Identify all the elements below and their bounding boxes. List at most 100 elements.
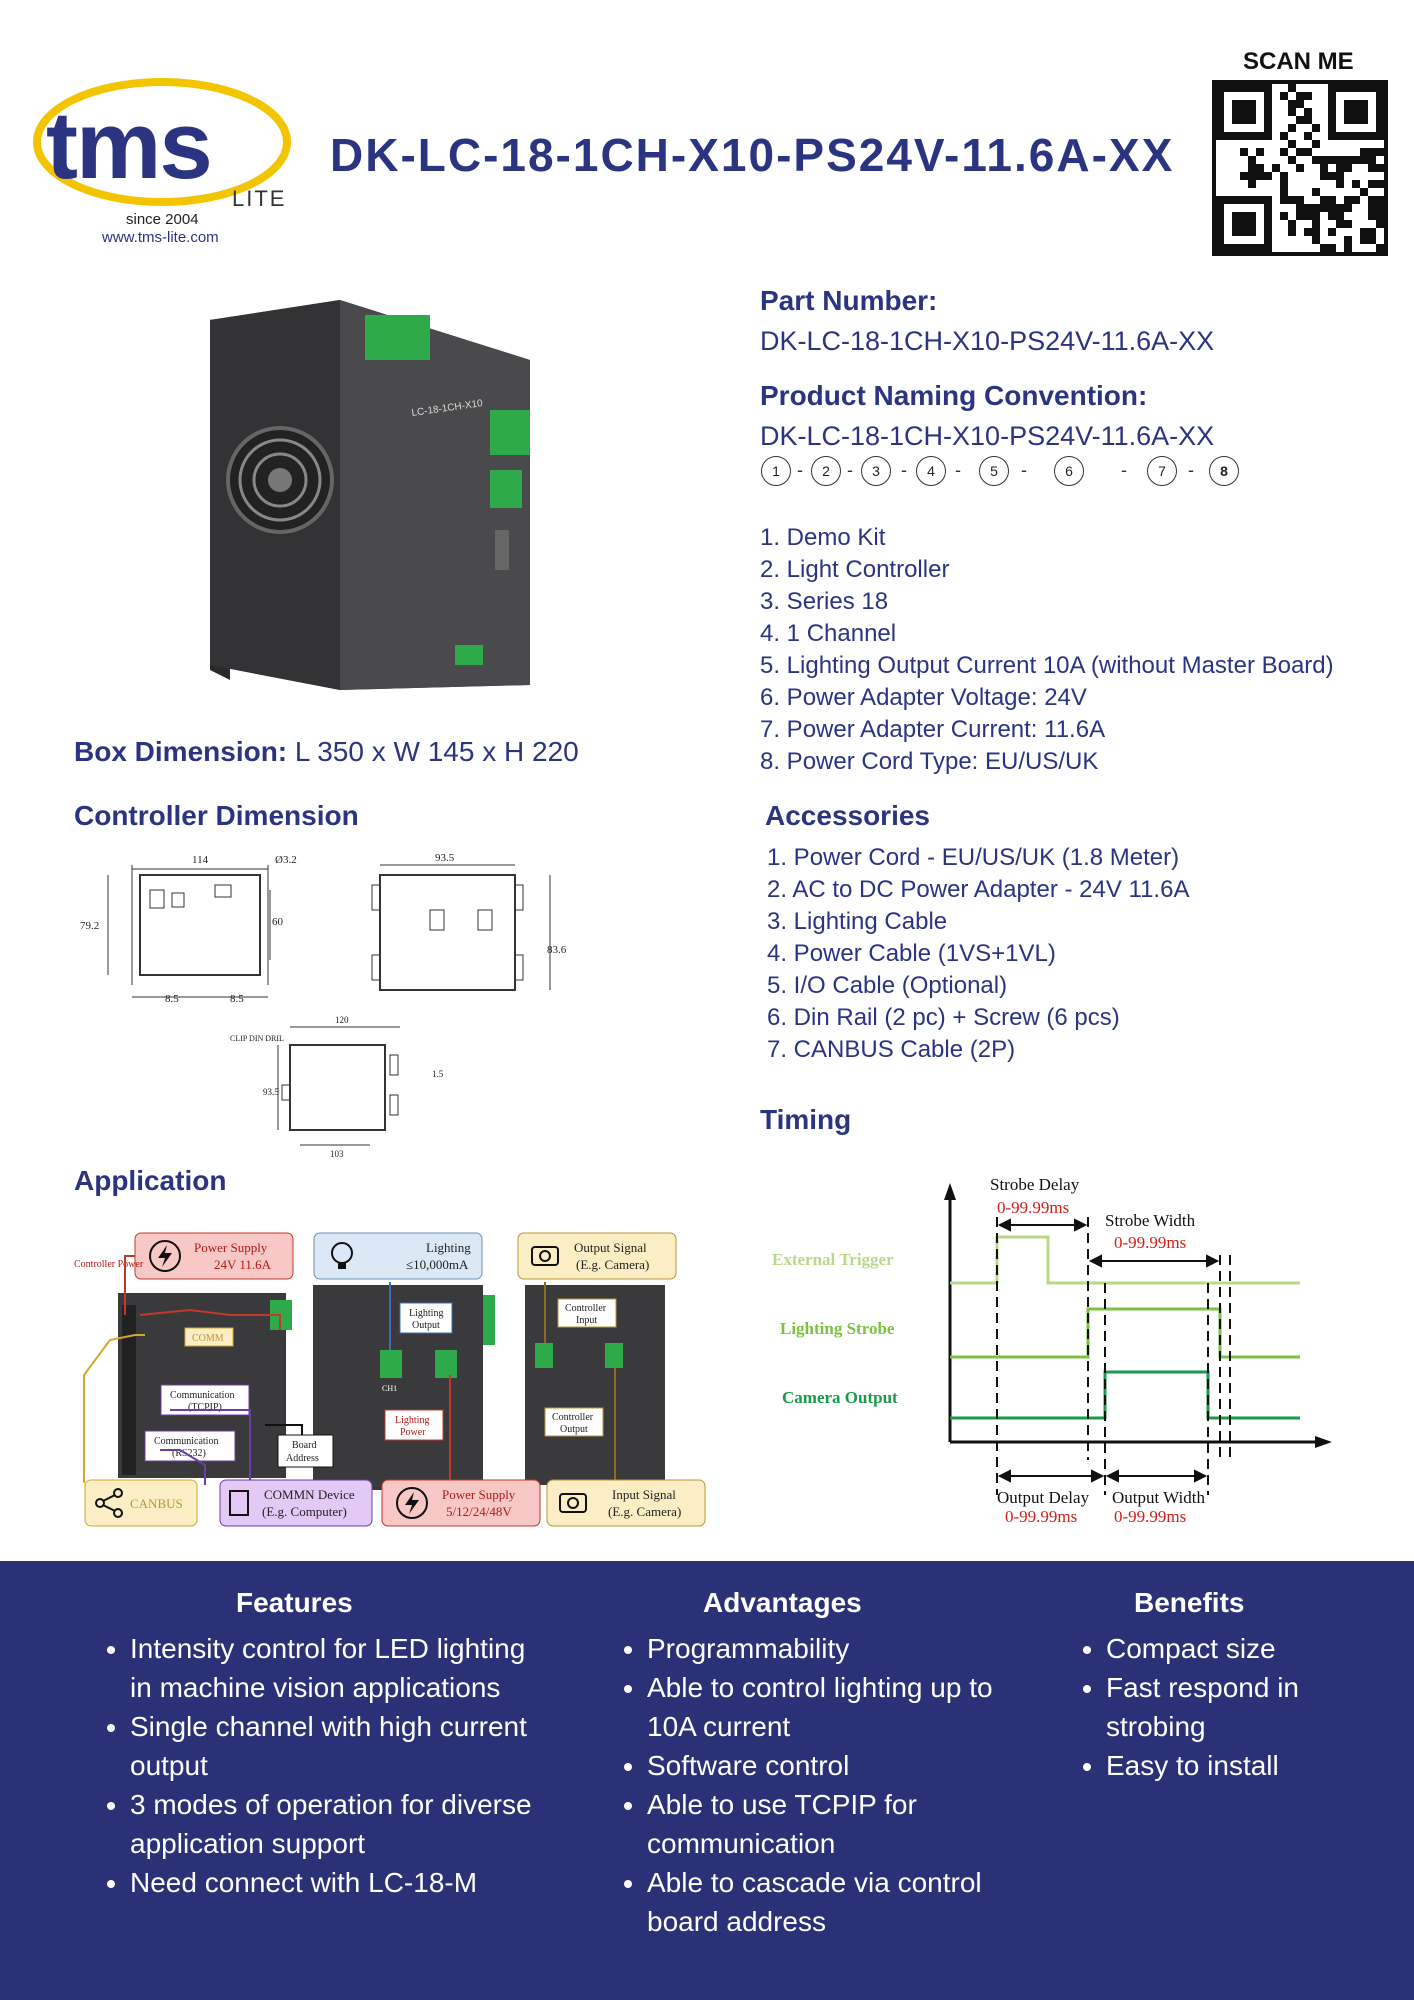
list-item: 8. Power Cord Type: EU/US/UK [760,748,1099,775]
naming-markers: 1 - 2 - 3 - 4 - 5 - 6 - 7 - 8 [761,456,1261,490]
list-item: 7. Power Adapter Current: 11.6A [760,716,1106,743]
list-item: 5. I/O Cable (Optional) [767,972,1008,999]
marker-2: 2 [811,456,841,486]
ch1-label: CH1 [382,1384,397,1393]
marker-8: 8 [1209,456,1239,486]
comm-rs232-line1: Communication [154,1436,218,1447]
list-item: Software control [647,1746,1013,1785]
power-supply-bottom-line2: 5/12/24/48V [446,1504,512,1519]
logo-text: tms [46,92,211,199]
strobe-width-label: Strobe Width [1105,1211,1196,1230]
strobe-width-value: 0-99.99ms [1114,1233,1186,1252]
dim-1-5: 1.5 [432,1069,444,1079]
naming-convention-value: DK-LC-18-1CH-X10-PS24V-11.6A-XX [760,421,1215,451]
marker-7: 7 [1147,456,1177,486]
list-item: 5. Lighting Output Current 10A (without … [760,652,1334,679]
dim-83-6: 83.6 [547,944,567,956]
lighting-output-line1: Lighting [409,1308,443,1319]
dim-93-5-b: 93.5 [263,1087,279,1097]
marker-3: 3 [861,456,891,486]
output-delay-value: 0-99.99ms [1005,1507,1077,1526]
list-item: Single channel with high current output [130,1707,546,1785]
box-dimension: Box Dimension: L 350 x W 145 x H 220 [74,736,579,768]
dim-79: 79.2 [80,920,99,932]
list-item: 4. 1 Channel [760,620,897,647]
output-width-value: 0-99.99ms [1114,1507,1186,1526]
list-item: 1. Power Cord - EU/US/UK (1.8 Meter) [767,844,1180,871]
marker-4: 4 [916,456,946,486]
application-label: Application [74,1165,227,1196]
power-supply-top-line1: Power Supply [194,1240,268,1255]
list-item: Fast respond in strobing [1106,1668,1372,1746]
dim-60: 60 [272,916,284,928]
timing-label: Timing [760,1104,852,1135]
power-supply-top-line2: 24V 11.6A [214,1257,272,1272]
logo-sub: LITE [232,186,286,211]
output-delay-label: Output Delay [997,1488,1090,1507]
comm-tcpip-line1: Communication [170,1390,234,1401]
comm-tcpip-line2: (TCPIP) [188,1402,222,1413]
list-item: Programmability [647,1629,1013,1668]
advantages-title: Advantages [703,1587,862,1618]
controller-dimension-drawing: 114 Ø3.2 79.2 60 8.5 8.5 93.5 83.6 120 9… [80,845,600,1165]
dim-120: 120 [335,1015,349,1025]
board-address-line2: Address [286,1453,319,1464]
dim-hole: Ø3.2 [275,854,297,866]
lighting-strobe-label: Lighting Strobe [780,1319,895,1338]
marker-5: 5 [979,456,1009,486]
output-signal-line1: Output Signal [574,1240,647,1255]
controller-input-line2: Input [576,1315,597,1326]
input-signal-line2: (E.g. Camera) [608,1504,681,1519]
commn-device-line2: (E.g. Computer) [262,1504,347,1519]
naming-items: 1. Demo Kit 2. Light Controller 3. Serie… [760,522,1334,778]
dim-8-5-a: 8.5 [165,993,179,1005]
controller-output-line2: Output [560,1424,588,1435]
features-title: Features [236,1587,353,1618]
part-number-label: Part Number: [760,285,938,316]
controller-power-label: Controller Power [74,1259,144,1270]
output-signal-line2: (E.g. Camera) [576,1257,649,1272]
list-item: 4. Power Cable (1VS+1VL) [767,940,1056,967]
logo-since: since 2004 [126,211,199,228]
canbus-label: CANBUS [130,1496,183,1511]
lighting-power-line1: Lighting [395,1415,429,1426]
company-logo: tms LITE since 2004 www.tms-lite.com [32,70,312,246]
list-item: Need connect with LC-18-M [130,1863,546,1902]
list-item: Intensity control for LED lighting in ma… [130,1629,546,1707]
benefits-title: Benefits [1134,1587,1245,1618]
list-item: 3. Lighting Cable [767,908,948,935]
dim-114: 114 [192,854,209,866]
qr-code[interactable] [1212,80,1388,256]
logo-website: www.tms-lite.com [101,229,219,245]
list-item: 6. Power Adapter Voltage: 24V [760,684,1087,711]
dim-8-5-b: 8.5 [230,993,244,1005]
lighting-box-line2: ≤10,000mA [406,1257,469,1272]
list-item: 7. CANBUS Cable (2P) [767,1036,1016,1063]
benefits-column: Benefits Compact size Fast respond in st… [1072,1587,1372,1785]
power-supply-bottom-line1: Power Supply [442,1487,516,1502]
camera-output-label: Camera Output [782,1388,898,1407]
controller-output-line1: Controller [552,1412,594,1423]
list-item: Able to use TCPIP for communication [647,1785,1013,1863]
controller-input-line1: Controller [565,1303,607,1314]
output-width-label: Output Width [1112,1488,1205,1507]
dim-103: 103 [330,1149,344,1159]
list-item: 2. AC to DC Power Adapter - 24V 11.6A [767,876,1190,903]
application-diagram: Power Supply 24V 11.6A Lighting ≤10,000m… [70,1225,710,1535]
list-item: 2. Light Controller [760,556,950,583]
marker-6: 6 [1054,456,1084,486]
scan-me-label: SCAN ME [1243,48,1354,75]
board-address-line1: Board [292,1440,316,1451]
product-photo: LC-18-1CH-X10 [190,290,550,690]
advantages-column: Advantages Programmability Able to contr… [613,1587,1013,1941]
part-number-value: DK-LC-18-1CH-X10-PS24V-11.6A-XX [760,326,1215,356]
external-trigger-label: External Trigger [772,1250,894,1269]
list-item: Compact size [1106,1629,1372,1668]
list-item: Able to control lighting up to 10A curre… [647,1668,1013,1746]
commn-device-line1: COMMN Device [264,1487,355,1502]
list-item: 6. Din Rail (2 pc) + Screw (6 pcs) [767,1004,1120,1031]
controller-dimension-label: Controller Dimension [74,800,359,831]
box-dimension-label: Box Dimension: [74,736,288,767]
timing-diagram: Strobe Delay 0-99.99ms Strobe Width 0-99… [760,1165,1340,1535]
dim-clip: CLIP DIN DRIL [230,1034,284,1043]
